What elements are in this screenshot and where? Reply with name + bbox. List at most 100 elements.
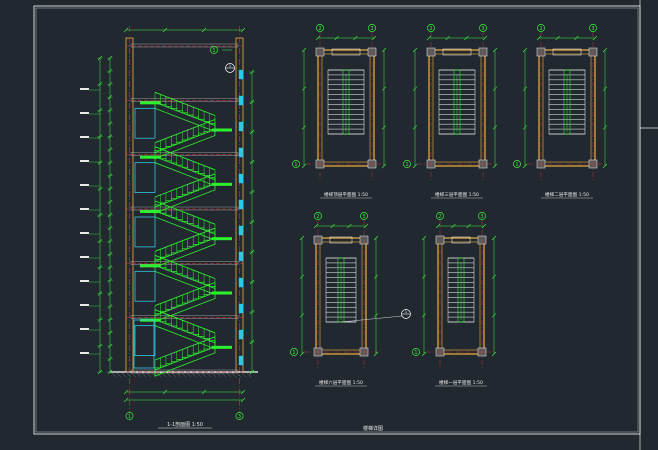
sheet-title: 楼梯详图 [363, 425, 383, 432]
plan-wall-inner [319, 241, 363, 351]
dim-tick [522, 125, 528, 130]
stair-handrail [154, 282, 216, 307]
plan-wall-inner [441, 241, 481, 351]
wall-opening [238, 251, 244, 262]
plan-wall-inner [432, 53, 482, 163]
level-mark-text [80, 112, 89, 114]
plan-axis-bubble-left: 2 [436, 212, 444, 220]
ground-hatch [121, 372, 127, 378]
axis-bubble-top: 1 [210, 46, 218, 54]
stair-handrail [154, 200, 216, 225]
stair-stringer [154, 291, 216, 323]
wall-opening [238, 173, 244, 184]
ground-hatch [231, 372, 237, 378]
stair-stringer [154, 101, 216, 133]
floor-slab [130, 206, 239, 211]
dim-tick [373, 235, 379, 241]
dim-tick [381, 47, 387, 53]
plan-wall-outer [428, 49, 486, 167]
dim-tick [123, 389, 129, 395]
stair-handrail [154, 254, 216, 279]
dim-tick [451, 223, 456, 229]
dim-tick [363, 223, 369, 229]
ground-hatch [181, 372, 187, 378]
wall-opening [238, 355, 244, 366]
ground-hatch [156, 372, 162, 378]
stair-stringer [154, 156, 216, 187]
dim-tick [373, 274, 379, 279]
dim-tick [482, 35, 488, 41]
section-callout: 1 [225, 63, 235, 73]
section-window [134, 216, 156, 248]
dim-tick [301, 86, 307, 91]
border-inner [35, 7, 639, 433]
ground-hatch [241, 372, 247, 378]
dim-tick [574, 35, 579, 41]
stair-flight [154, 227, 232, 268]
plan-window [442, 48, 472, 56]
level-mark-text [80, 208, 89, 210]
axis-bubble [292, 160, 300, 168]
plan-wall-inner [321, 53, 371, 163]
axis-label: 2 [429, 26, 432, 32]
dim-tick [421, 274, 427, 279]
wall-opening [238, 199, 244, 210]
dim-tick [299, 351, 305, 357]
dim-tick [315, 35, 321, 41]
dim-tick [555, 35, 560, 41]
stair-landing [212, 291, 232, 295]
axis-bubble-right: 3 [235, 412, 244, 420]
dim-tick [491, 351, 497, 357]
section-dim-bottom [123, 389, 246, 395]
axis-bubble [479, 24, 487, 32]
axis-label: 3 [362, 214, 365, 220]
dim-tick [492, 125, 498, 130]
wall-opening [238, 121, 244, 132]
stair-landing [140, 264, 160, 268]
level-mark-text [80, 256, 89, 258]
stair-handrail [154, 227, 216, 252]
dim-tick [492, 86, 498, 91]
section-window [134, 270, 156, 302]
dim-tick [347, 223, 352, 229]
floor-slab [130, 369, 239, 374]
stair-landing [140, 155, 160, 159]
ground-hatch [201, 372, 207, 378]
axis-bubble [360, 212, 368, 220]
dim-tick [522, 86, 528, 91]
dim-tick [464, 35, 469, 41]
plan-stair-well [563, 69, 571, 135]
dim-tick [435, 223, 441, 229]
axis-label: 1 [128, 414, 131, 420]
plan-title: 楼梯三层平面图 1:50 [435, 191, 479, 198]
wall-opening [238, 147, 244, 158]
axis-bubble [235, 412, 244, 420]
axis-label: 2 [318, 26, 321, 32]
dim-tick [466, 223, 471, 229]
dim-tick [412, 86, 418, 91]
dim-tick [201, 27, 207, 33]
dim-tick [123, 397, 129, 403]
dim-tick [602, 125, 608, 130]
dim-tick [201, 389, 207, 395]
dim-tick [426, 35, 432, 41]
dim-tick [299, 235, 305, 241]
axis-bubble [314, 212, 322, 220]
axis-label: 3 [238, 414, 241, 420]
axis-bubble [316, 24, 324, 32]
ground-hatch [141, 372, 147, 378]
plan-window [451, 236, 471, 244]
plan-callout: 1 [401, 309, 411, 319]
dim-tick [602, 163, 608, 169]
axis-bubble [290, 348, 298, 356]
dim-tick [481, 223, 487, 229]
section-window [134, 107, 156, 139]
stair-stringer [154, 183, 216, 214]
plan-wall-outer [538, 49, 596, 167]
wall-opening [238, 277, 244, 288]
axis-bubble [403, 160, 411, 168]
dim-tick [381, 163, 387, 169]
stair-stringer [154, 128, 216, 160]
